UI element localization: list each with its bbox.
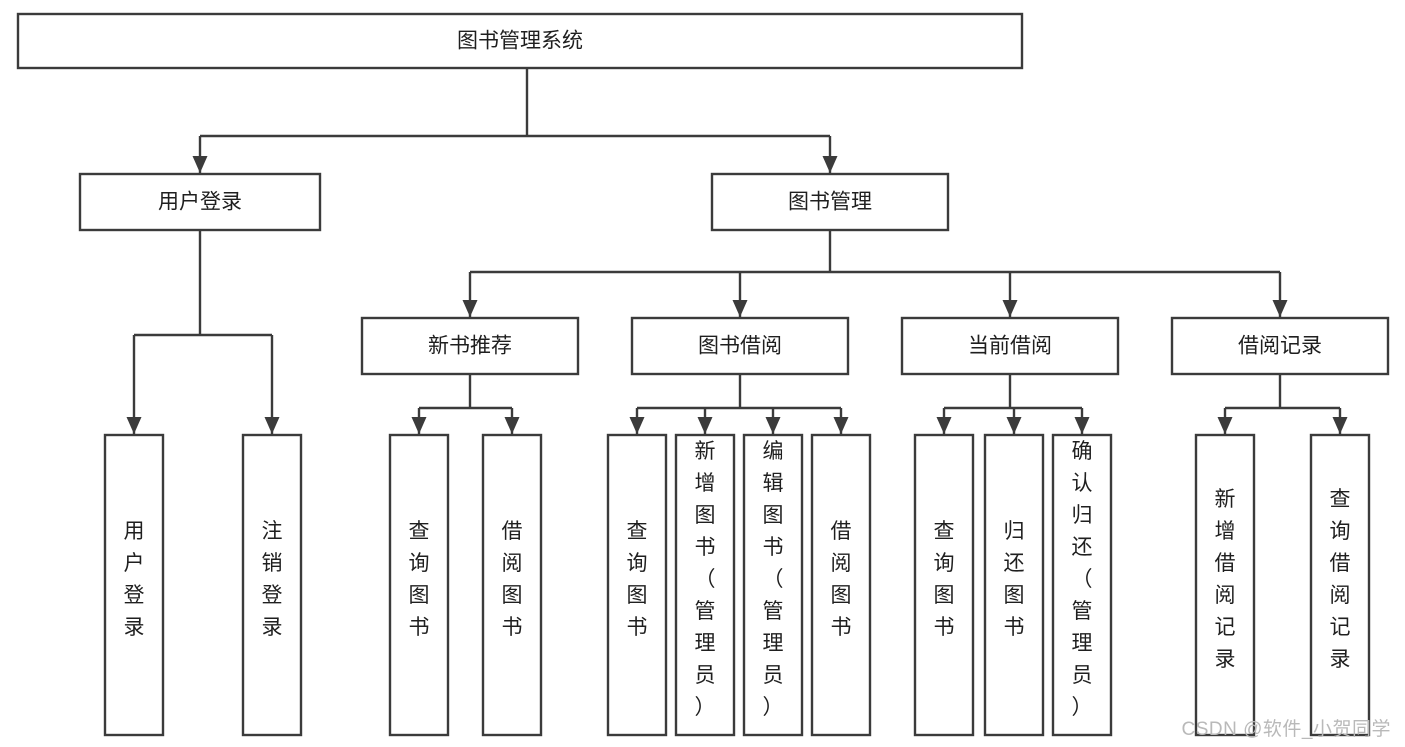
node-label: 查询图书	[409, 520, 430, 639]
node-leaf-query-record[interactable]: 查询借阅记录	[1309, 433, 1371, 737]
arrow-head-icon	[697, 417, 713, 434]
node-leaf-query-book-3[interactable]: 查询图书	[913, 433, 975, 737]
nodes-layer: 图书管理系统用户登录图书管理新书推荐图书借阅当前借阅借阅记录用户登录注销登录查询…	[16, 12, 1390, 737]
connectors-layer	[126, 68, 1348, 434]
arrow-head-icon	[1006, 417, 1022, 434]
arrow-head-icon	[264, 417, 280, 434]
node-label: 注销登录	[262, 520, 283, 639]
node-label: 查询借阅记录	[1330, 488, 1351, 671]
node-leaf-add-record[interactable]: 新增借阅记录	[1194, 433, 1256, 737]
node-label: 查询图书	[627, 520, 648, 639]
arrow-head-icon	[822, 156, 838, 173]
node-label: 借阅图书	[502, 520, 523, 639]
node-label: 新增图书（管理员）	[695, 440, 716, 719]
node-label: 归还图书	[1004, 520, 1025, 639]
node-leaf-confirm-return[interactable]: 确认归还（管理员）	[1051, 433, 1113, 737]
node-leaf-edit-book[interactable]: 编辑图书（管理员）	[742, 433, 804, 737]
node-leaf-borrow-book-2[interactable]: 借阅图书	[810, 433, 872, 737]
arrow-head-icon	[732, 300, 748, 317]
arrow-head-icon	[504, 417, 520, 434]
arrow-head-icon	[936, 417, 952, 434]
node-new-book-recommend[interactable]: 新书推荐	[360, 316, 580, 376]
arrow-head-icon	[126, 417, 142, 434]
node-leaf-query-book-1[interactable]: 查询图书	[388, 433, 450, 737]
node-label: 图书管理系统	[457, 30, 583, 53]
node-label: 用户登录	[124, 520, 145, 639]
node-label: 查询图书	[934, 520, 955, 639]
node-borrow-record[interactable]: 借阅记录	[1170, 316, 1390, 376]
node-leaf-query-book-2[interactable]: 查询图书	[606, 433, 668, 737]
node-leaf-add-book[interactable]: 新增图书（管理员）	[674, 433, 736, 737]
node-label: 当前借阅	[968, 335, 1052, 358]
node-user-login[interactable]: 用户登录	[78, 172, 322, 232]
arrow-head-icon	[1217, 417, 1233, 434]
arrow-head-icon	[1332, 417, 1348, 434]
node-current-borrow[interactable]: 当前借阅	[900, 316, 1120, 376]
node-leaf-return-book[interactable]: 归还图书	[983, 433, 1045, 737]
arrow-head-icon	[629, 417, 645, 434]
node-label: 借阅记录	[1238, 335, 1322, 358]
node-label: 编辑图书（管理员）	[763, 440, 784, 719]
arrow-head-icon	[462, 300, 478, 317]
arrow-head-icon	[1272, 300, 1288, 317]
node-label: 图书借阅	[698, 335, 782, 358]
node-leaf-user-logout[interactable]: 注销登录	[241, 433, 303, 737]
arrow-head-icon	[765, 417, 781, 434]
arrow-head-icon	[833, 417, 849, 434]
arrow-head-icon	[1002, 300, 1018, 317]
node-leaf-user-login[interactable]: 用户登录	[103, 433, 165, 737]
node-leaf-borrow-book-1[interactable]: 借阅图书	[481, 433, 543, 737]
node-label: 图书管理	[788, 191, 872, 214]
node-book-borrow[interactable]: 图书借阅	[630, 316, 850, 376]
arrow-head-icon	[192, 156, 208, 173]
arrow-head-icon	[411, 417, 427, 434]
node-root-图书管理系统[interactable]: 图书管理系统	[16, 12, 1024, 70]
node-label: 借阅图书	[831, 520, 852, 639]
node-book-manage[interactable]: 图书管理	[710, 172, 950, 232]
node-label: 用户登录	[158, 191, 242, 214]
node-label: 确认归还（管理员）	[1072, 440, 1093, 719]
node-label: 新书推荐	[428, 335, 512, 358]
arrow-head-icon	[1074, 417, 1090, 434]
node-label: 新增借阅记录	[1215, 488, 1236, 671]
